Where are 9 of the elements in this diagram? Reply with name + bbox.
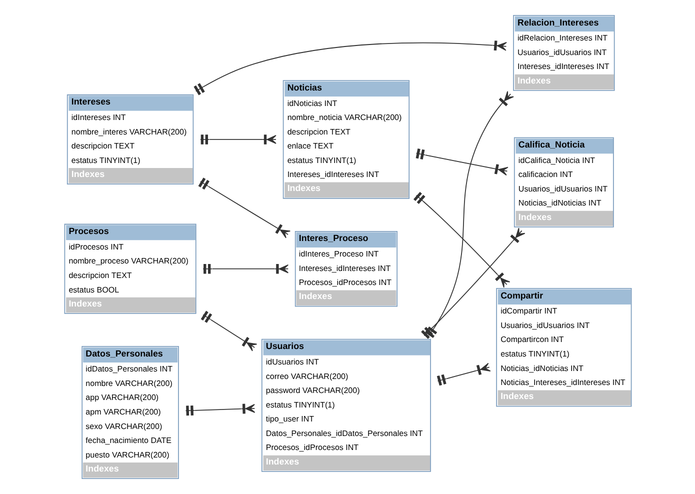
connector [200, 310, 257, 352]
connector [198, 178, 290, 238]
connector [415, 148, 508, 176]
connector [436, 362, 490, 386]
connector [412, 192, 510, 288]
connector [420, 228, 525, 339]
connector [424, 90, 514, 338]
connector [184, 404, 255, 416]
connector [193, 40, 506, 96]
